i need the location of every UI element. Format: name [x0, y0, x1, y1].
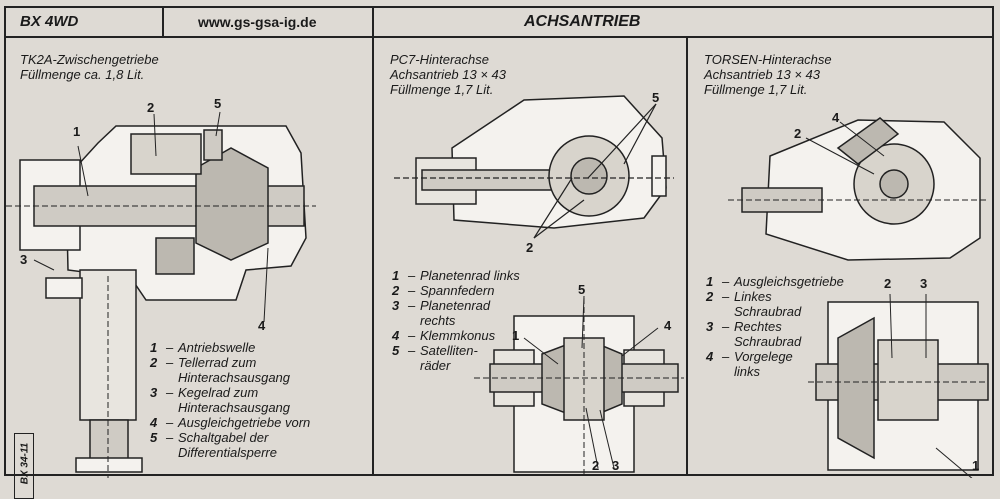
- callout-5: 5: [578, 282, 586, 297]
- panel-tk2a: TK2A-Zwischengetriebe Füllmenge ca. 1,8 …: [6, 38, 372, 499]
- callout-2: 2: [884, 276, 892, 291]
- panel-divider: [372, 38, 374, 474]
- legend-item: 2–Linkes: [706, 289, 772, 304]
- callout-5: 5: [652, 90, 660, 105]
- callout-1: 1: [512, 328, 520, 343]
- callout-2: 2: [592, 458, 600, 473]
- callout-3: 3: [20, 252, 28, 267]
- legend-item: 3–Rechtes: [706, 319, 782, 334]
- legend-item: 3–Planetenrad: [392, 298, 491, 313]
- legend-item-cont: Differentialsperre: [178, 445, 277, 460]
- callout-2: 2: [526, 240, 534, 255]
- legend-item: 4–Ausgleichgetriebe vorn: [150, 415, 311, 430]
- callout-4: 4: [258, 318, 266, 333]
- panel-title-line: TORSEN-Hinterachse: [704, 52, 832, 67]
- callout-5: 5: [214, 96, 222, 111]
- website-label: www.gs-gsa-ig.de: [198, 14, 317, 30]
- legend-item-cont: Schraubrad: [734, 304, 802, 319]
- legend-item: 1–Antriebswelle: [150, 340, 256, 355]
- section-title: ACHSANTRIEB: [524, 13, 641, 30]
- legend-item: 5–Schaltgabel der: [150, 430, 269, 445]
- legend-torsen: 1–Ausgleichsgetriebe 2–Linkes Schraubrad…: [706, 274, 844, 379]
- legend-item-cont: Hinterachsausgang: [178, 370, 291, 385]
- model-title: BX 4WD: [20, 13, 79, 30]
- legend-item: 2–Spannfedern: [392, 283, 495, 298]
- legend-item-cont: links: [734, 364, 761, 379]
- legend-item: 2–Tellerrad zum: [150, 355, 257, 370]
- legend-item: 5–Satelliten-: [392, 343, 478, 358]
- panel-pc7: PC7-Hinterachse Achsantrieb 13 × 43 Füll…: [374, 38, 686, 478]
- panel-title-line: Füllmenge 1,7 Lit.: [704, 82, 808, 97]
- panel-title-line: Achsantrieb 13 × 43: [390, 67, 506, 82]
- pc7-axle-side-drawing: [394, 95, 684, 478]
- header-bar: BX 4WD www.gs-gsa-ig.de ACHSANTRIEB: [6, 8, 992, 38]
- legend-item-cont: Hinterachsausgang: [178, 400, 291, 415]
- panel-divider: [686, 38, 688, 474]
- callout-4: 4: [664, 318, 672, 333]
- panel-title-line: Füllmenge 1,7 Lit.: [390, 82, 494, 97]
- panel-title-line: Achsantrieb 13 × 43: [704, 67, 820, 82]
- callout-2: 2: [147, 100, 155, 115]
- legend-item: 4–Klemmkonus: [392, 328, 496, 343]
- callout-2: 2: [794, 126, 802, 141]
- legend-item-cont: Schraubrad: [734, 334, 802, 349]
- callout-1: 1: [73, 124, 81, 139]
- callout-3: 3: [612, 458, 620, 473]
- panel-title-line: PC7-Hinterachse: [390, 52, 489, 67]
- callout-3: 3: [920, 276, 928, 291]
- panel-title-line: TK2A-Zwischengetriebe: [20, 52, 159, 67]
- legend-item: 1–Ausgleichsgetriebe: [706, 274, 844, 289]
- legend-pc7: 1–Planetenrad links 2–Spannfedern 3–Plan…: [392, 268, 520, 373]
- legend-tk2a: 1–Antriebswelle 2–Tellerrad zum Hinterac…: [150, 340, 310, 460]
- figure-stamp: BX 34-11: [14, 433, 34, 499]
- panel-torsen: TORSEN-Hinterachse Achsantrieb 13 × 43 F…: [688, 38, 992, 478]
- panel-title-line: Füllmenge ca. 1,8 Lit.: [20, 67, 145, 82]
- header-divider: [372, 8, 374, 36]
- header-divider: [162, 8, 164, 36]
- legend-item-cont: räder: [420, 358, 451, 373]
- legend-item: 1–Planetenrad links: [392, 268, 520, 283]
- legend-item: 4–Vorgelege: [706, 349, 793, 364]
- callout-1: 1: [972, 458, 980, 473]
- callout-4: 4: [832, 110, 840, 125]
- tk2a-gearbox-drawing: [6, 111, 316, 478]
- diagram-sheet: BX 4WD www.gs-gsa-ig.de ACHSANTRIEB TK2A…: [4, 6, 994, 499]
- legend-item-cont: rechts: [420, 313, 456, 328]
- torsen-axle-side-drawing: [728, 117, 989, 478]
- legend-item: 3–Kegelrad zum: [150, 385, 259, 400]
